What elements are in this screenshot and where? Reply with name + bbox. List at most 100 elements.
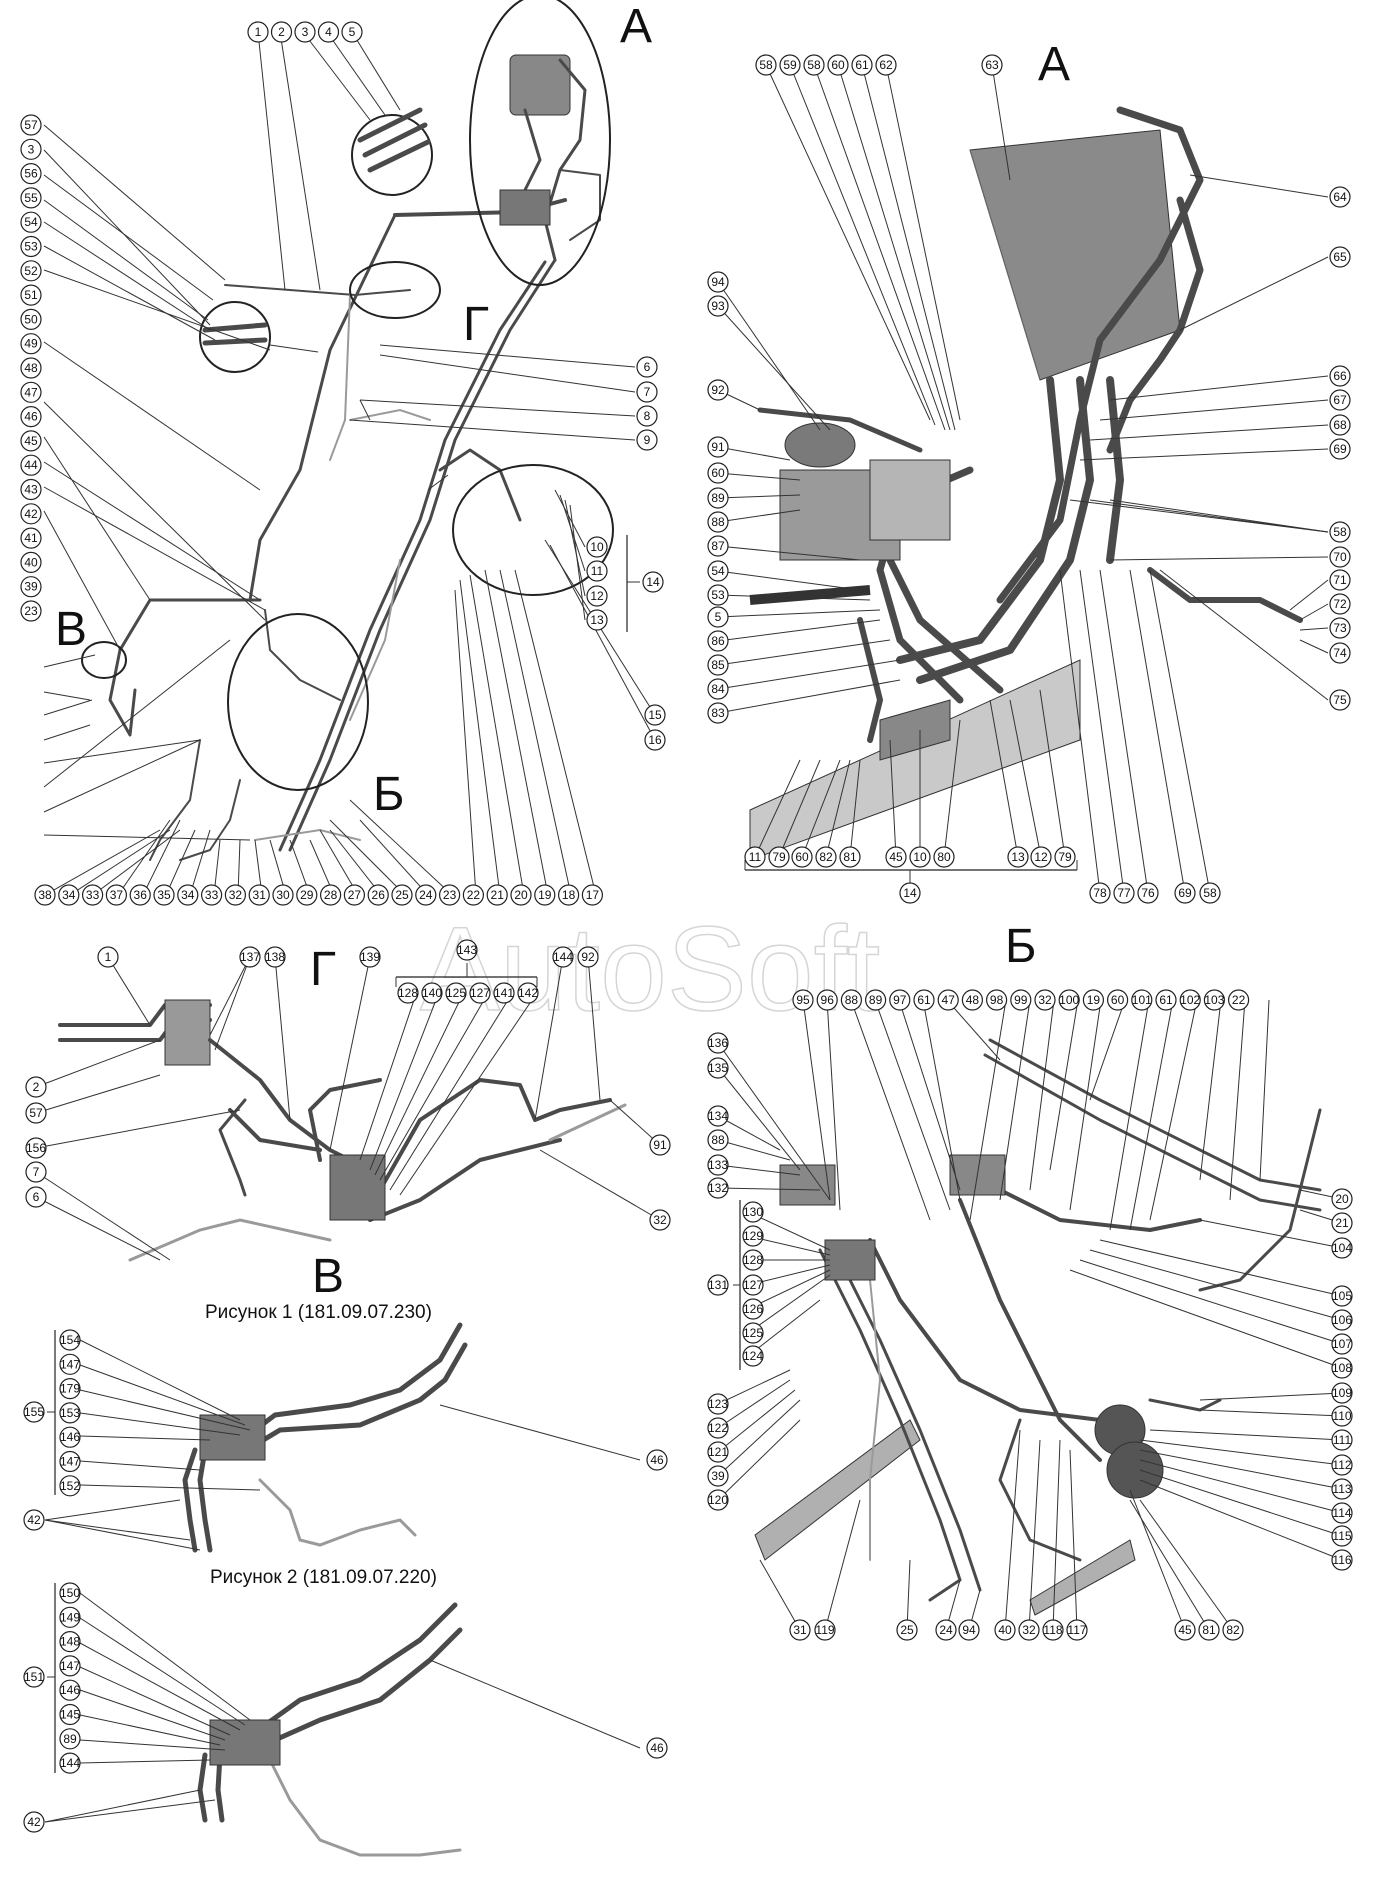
callout-callouts-overview-left-18: 40 [20, 551, 42, 574]
callout-g-top-0-label: 1 [105, 950, 112, 964]
callout-callouts-g-group-1-label: 140 [422, 986, 442, 1000]
callout-b-right-9-circle [1331, 1429, 1353, 1451]
callout-callouts-b-top-16-label: 102 [1180, 993, 1200, 1007]
callout-b-left-15-circle [707, 1441, 729, 1463]
callout-callouts-overview-bottom-22: 18 [557, 884, 580, 906]
callout-a-bottom-1-circle [768, 846, 790, 868]
callout-callouts-overview-bottom-6: 34 [177, 884, 199, 906]
callout-a-bottom-10: 79 [1054, 846, 1076, 868]
callout-b-right-4-label: 106 [1332, 1313, 1352, 1327]
callout-b-right-7: 109 [1331, 1382, 1353, 1404]
callout-callouts-b-top-0: 95 [792, 989, 814, 1011]
callout-a-left-0-circle [707, 271, 729, 293]
callout-a-bottom-13: 76 [1137, 882, 1159, 904]
callout-b-right-11-label: 113 [1332, 1482, 1351, 1496]
callout-b-right-5-circle [1331, 1333, 1353, 1355]
callout-a-bottom-11: 78 [1089, 882, 1111, 904]
callout-b-bottom-3: 24 [935, 1619, 957, 1641]
callout-b-left-4: 133 [707, 1154, 729, 1176]
callout-b-bottom-5-circle [994, 1619, 1016, 1641]
callout-b-bottom-7-circle [1042, 1619, 1064, 1641]
callout-callouts-v1-5-circle [59, 1450, 81, 1473]
callout-callouts-overview-left-1-circle [20, 138, 42, 160]
callout-b-left-10-circle [742, 1298, 764, 1320]
callout-callouts-overview-bottom-6-circle [177, 884, 199, 906]
callout-a-left-12-circle [707, 654, 729, 676]
callout-b-left-7: 129 [742, 1225, 764, 1247]
callout-a-bottom-10-circle [1054, 846, 1076, 868]
callout-b-bottom-5: 40 [994, 1619, 1016, 1641]
callout-callouts-a-right-8: 71 [1329, 569, 1351, 591]
callout-b-right-9-label: 111 [1333, 1433, 1352, 1447]
callout-g-right-1-label: 32 [653, 1213, 667, 1227]
callout-b-left-0-label: 136 [708, 1036, 728, 1050]
callout-b-left-16-label: 39 [711, 1469, 725, 1483]
callout-callout-a-group: 14 [899, 882, 921, 904]
callout-callouts-g-group-2-label: 125 [446, 986, 466, 1000]
callout-callouts-overview-left-4-circle [20, 211, 42, 233]
callout-callouts-v2-7-circle [59, 1752, 81, 1774]
callout-callouts-overview-left-1: 3 [20, 138, 42, 160]
callout-callouts-a-right-11-circle [1329, 642, 1351, 664]
callout-callouts-a-right-6-circle [1329, 521, 1351, 543]
callout-callouts-b-top-17: 103 [1203, 989, 1226, 1011]
callout-callouts-overview-bottom-14-circle [367, 884, 389, 906]
callout-callouts-b-top-10-label: 32 [1038, 993, 1052, 1007]
callout-overview-right-1-circle [636, 381, 658, 403]
callout-callouts-overview-bottom-4: 36 [129, 884, 151, 906]
callout-b-bottom-9-circle [1174, 1619, 1196, 1641]
callout-callouts-overview-bottom-5-circle [153, 884, 175, 906]
callout-callouts-g-group-4-label: 141 [494, 986, 514, 1000]
callout-callouts-overview-bottom-0: 38 [34, 884, 56, 906]
callout-callouts-overview-left-3: 55 [20, 187, 42, 209]
callout-callouts-overview-left-2-circle [20, 163, 42, 185]
callout-b-right-14: 116 [1331, 1549, 1353, 1571]
callout-overview-right-1: 7 [636, 381, 658, 403]
callout-a-left-14: 83 [707, 702, 729, 724]
callout-callouts-a-top-4-circle [851, 54, 873, 76]
callout-a-bottom-8-circle [1007, 846, 1029, 868]
callout-b-left-1-circle [707, 1057, 729, 1079]
overview-drawing [43, 0, 656, 896]
callout-callouts-overview-left-4: 54 [20, 211, 42, 233]
callout-callouts-b-top-11-label: 100 [1059, 993, 1079, 1007]
callout-b-bottom-8-label: 117 [1067, 1623, 1086, 1637]
callout-a-left-9-circle [707, 584, 729, 606]
callout-b-left-4-circle [707, 1154, 729, 1176]
callout-b-left-8-label: 128 [743, 1253, 763, 1267]
callout-callouts-overview-bottom-13-circle [343, 884, 365, 906]
callout-callouts-b-top-5: 61 [913, 989, 935, 1011]
callout-b-bottom-4-circle [958, 1619, 980, 1641]
callout-b-left-7-circle [742, 1225, 764, 1247]
callout-overview-right-1-label: 7 [644, 385, 651, 399]
callout-g-left-2-circle [25, 1137, 47, 1159]
callout-callouts-overview-bottom-8-label: 32 [229, 888, 243, 902]
callout-b-left-13: 123 [707, 1393, 729, 1415]
callout-b-right-11-circle [1331, 1478, 1353, 1500]
callout-a-bottom-4-circle [839, 846, 861, 868]
callout-callouts-overview-left-9-label: 49 [24, 337, 38, 351]
callout-callouts-overview-left-11-circle [20, 381, 42, 403]
callout-callouts-b-top-4: 97 [889, 989, 911, 1011]
callout-callouts-a-right-6-label: 58 [1333, 525, 1347, 539]
callout-callouts-a-top-4: 61 [851, 54, 873, 76]
callout-callouts-g-group-3-circle [469, 982, 491, 1004]
callout-callouts-v2-3: 147 [59, 1655, 81, 1677]
callout-b-left-16: 39 [707, 1465, 729, 1487]
callout-g-top-4-circle [456, 939, 478, 961]
callout-callouts-b-top-10: 32 [1034, 989, 1056, 1011]
callout-callouts-g-group-5-circle [517, 982, 539, 1004]
callout-callouts-a-right-9-circle [1329, 593, 1351, 615]
callout-g-top-2-label: 138 [265, 950, 285, 964]
callout-callouts-v1-1-label: 147 [60, 1357, 80, 1371]
callout-callouts-a-right-0-circle [1329, 186, 1351, 208]
callout-callouts-overview-left-4-label: 54 [24, 215, 38, 229]
callout-overview-right-10: 16 [644, 729, 666, 751]
callout-callouts-overview-bottom-8-circle [224, 884, 246, 906]
callout-callouts-v2-4-label: 146 [60, 1683, 80, 1697]
callout-callouts-overview-left-8-circle [20, 308, 42, 330]
callout-callouts-overview-bottom-23-label: 17 [586, 888, 600, 902]
callout-g-top-2-circle [264, 946, 286, 968]
callout-g-left-0-label: 2 [33, 1080, 40, 1094]
